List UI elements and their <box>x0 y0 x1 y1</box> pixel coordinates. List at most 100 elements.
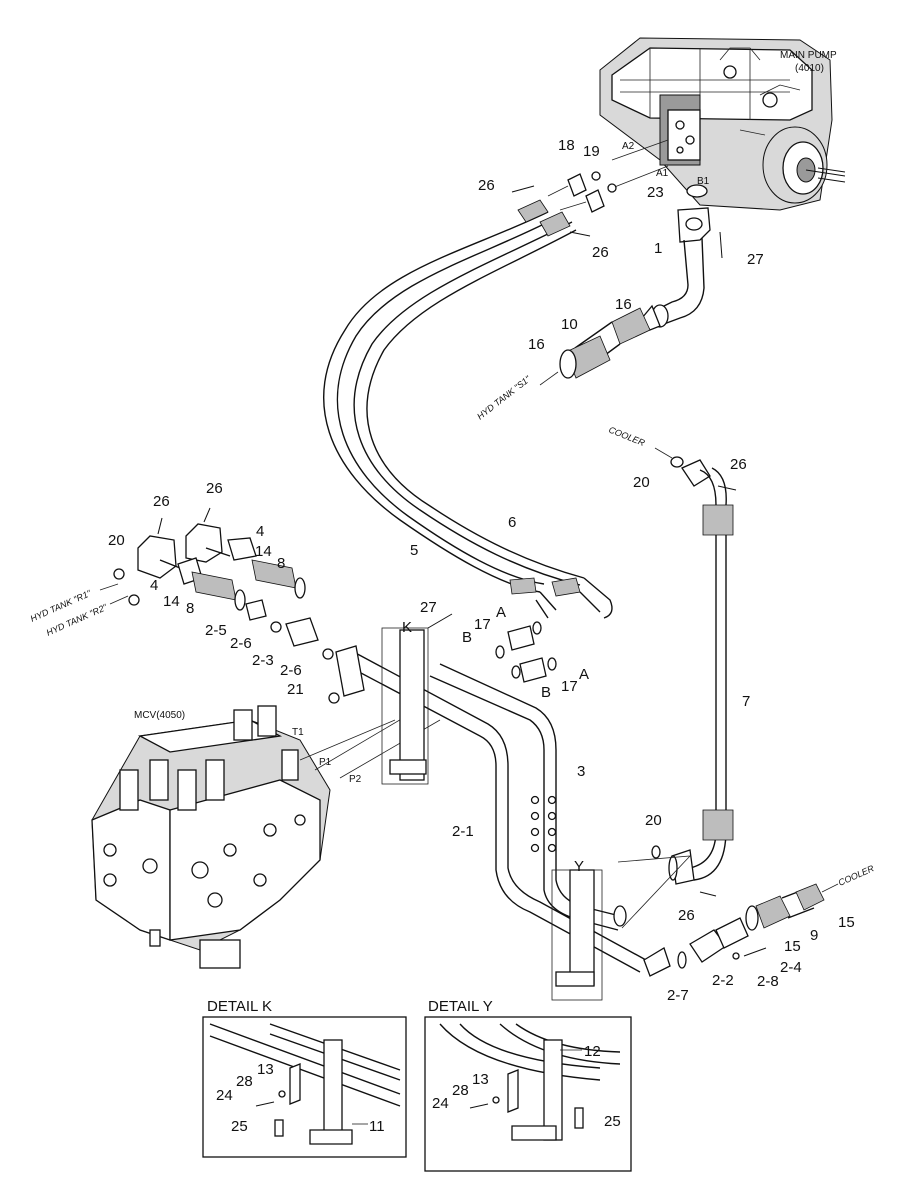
hose-9-to-cooler <box>745 883 825 931</box>
hyd-tank-r-leaders <box>99 583 129 605</box>
bolt-26-left-a <box>157 517 163 535</box>
part-label-14-lower: 14 <box>163 593 180 610</box>
part-label-21: 21 <box>287 681 304 698</box>
part-label-a-upper: A <box>496 604 506 621</box>
hose-6-end-bend <box>579 577 613 619</box>
part-label-20-left: 20 <box>108 532 125 549</box>
detail-k-part-25: 25 <box>231 1118 248 1135</box>
part-label-26-cooler: 26 <box>730 456 747 473</box>
detail-y-part-12: 12 <box>584 1043 601 1060</box>
detail-y-title: DETAIL Y <box>428 998 493 1015</box>
hose-fitting-lower-1 <box>509 577 537 595</box>
hose-5-end-bend <box>535 591 557 619</box>
detail-y-panel: DETAIL Y 12 13 28 24 25 <box>424 998 632 1172</box>
part-label-2-2: 2-2 <box>712 972 734 989</box>
o-ring-20-lower <box>651 845 661 859</box>
part-label-5: 5 <box>410 542 418 559</box>
part-label-a-lower: A <box>579 666 589 683</box>
hyd-tank-s1-leader <box>539 371 559 386</box>
part-label-1: 1 <box>654 240 662 257</box>
part-label-2-7: 2-7 <box>667 987 689 1004</box>
o-ring-2-6-a <box>270 621 282 633</box>
cooler-top-leader <box>654 447 673 459</box>
o-ring-19-a <box>591 171 601 181</box>
part-labels-main: 18 19 26 26 23 1 27 16 10 16 20 26 7 26 … <box>108 137 855 1004</box>
pressure-hose-5 <box>323 211 553 593</box>
adapter-2-4 <box>715 917 749 949</box>
bolt-27-bracket <box>427 613 453 629</box>
port-p2-label: P2 <box>349 774 362 785</box>
part-label-7: 7 <box>742 693 750 710</box>
return-hose-7 <box>668 459 734 885</box>
mcv-label: MCV(4050) <box>134 710 185 721</box>
pipe-flange-mcv <box>335 645 365 697</box>
bolt-26-lower <box>569 231 591 237</box>
detail-k-panel: DETAIL K 13 28 24 25 11 <box>202 998 407 1158</box>
part-label-6: 6 <box>508 514 516 531</box>
part-label-15-right: 15 <box>838 914 855 931</box>
port-a1-label: A1 <box>656 168 669 179</box>
part-label-23: 23 <box>647 184 664 201</box>
hose-fitting-upper-2 <box>539 211 571 237</box>
suction-pipe-1 <box>659 207 711 325</box>
main-pump-label: MAIN PUMP <box>780 50 837 61</box>
port-a2-label: A2 <box>622 141 635 152</box>
part-label-26-left-a: 26 <box>153 493 170 510</box>
bolt-26-upper <box>511 185 535 193</box>
hyd-tank-s1-label: HYD TANK "S1" <box>475 373 533 421</box>
cooler-right-leader <box>821 883 839 893</box>
pipe-2-1-flange <box>643 947 671 977</box>
detail-k-part-13: 13 <box>257 1061 274 1078</box>
part-label-20-cooler: 20 <box>633 474 650 491</box>
hose-fitting-upper-1 <box>517 199 549 223</box>
o-ring-a-lower <box>547 657 557 671</box>
o-ring-20-top <box>670 456 684 468</box>
part-label-27-pump: 27 <box>747 251 764 268</box>
bolt-2-4 <box>743 947 767 957</box>
pipe-clamp-bolts-column <box>530 795 557 853</box>
part-label-15-left: 15 <box>784 938 801 955</box>
bolt-26-hose7-bottom <box>699 891 717 897</box>
part-label-14-upper: 14 <box>255 543 272 560</box>
part-label-2-6-lower: 2-6 <box>280 662 302 679</box>
o-ring-b-lower <box>511 665 521 679</box>
part-label-8-lower: 8 <box>186 600 194 617</box>
detail-y-part-24: 24 <box>432 1095 449 1112</box>
fitting-17-lower <box>519 657 547 683</box>
o-ring-20-left-a <box>113 568 125 580</box>
part-label-3: 3 <box>577 763 585 780</box>
cooler-right-label: COOLER <box>837 863 876 888</box>
detail-y-part-28: 28 <box>452 1082 469 1099</box>
detail-y-callout-leader <box>617 855 692 929</box>
adapter-2-5 <box>245 599 267 621</box>
part-label-2-6-upper: 2-6 <box>230 635 252 652</box>
o-ring-19-b <box>607 183 617 193</box>
part-label-18: 18 <box>558 137 575 154</box>
bracket-y <box>551 869 603 1001</box>
bolt-26-left-b <box>203 507 211 523</box>
part-label-2-4: 2-4 <box>780 959 802 976</box>
part-label-k: K <box>402 619 412 636</box>
washer-2-8 <box>732 952 740 960</box>
part-label-17-upper: 17 <box>474 616 491 633</box>
part-label-2-3: 2-3 <box>252 652 274 669</box>
return-line-group-left <box>137 523 306 611</box>
part-label-b-lower: B <box>541 684 551 701</box>
pipe-3-flange <box>613 905 627 927</box>
part-label-20-lower: 20 <box>645 812 662 829</box>
suction-hose-10 <box>559 304 669 379</box>
flange-18-pair <box>547 173 605 213</box>
part-label-26-upper: 26 <box>478 177 495 194</box>
part-label-4-lower: 4 <box>150 577 158 594</box>
part-label-y: Y <box>574 858 584 875</box>
pressure-hose-6 <box>353 221 585 586</box>
detail-k-part-11: 11 <box>369 1118 385 1135</box>
o-ring-a-upper <box>532 621 542 635</box>
o-ring-2-7 <box>677 951 687 969</box>
part-label-16-lower: 16 <box>528 336 545 353</box>
port-b1-label: B1 <box>697 176 710 187</box>
part-label-27-bracket: 27 <box>420 599 437 616</box>
part-label-26-left-b: 26 <box>206 480 223 497</box>
port-p1-label: P1 <box>319 757 332 768</box>
